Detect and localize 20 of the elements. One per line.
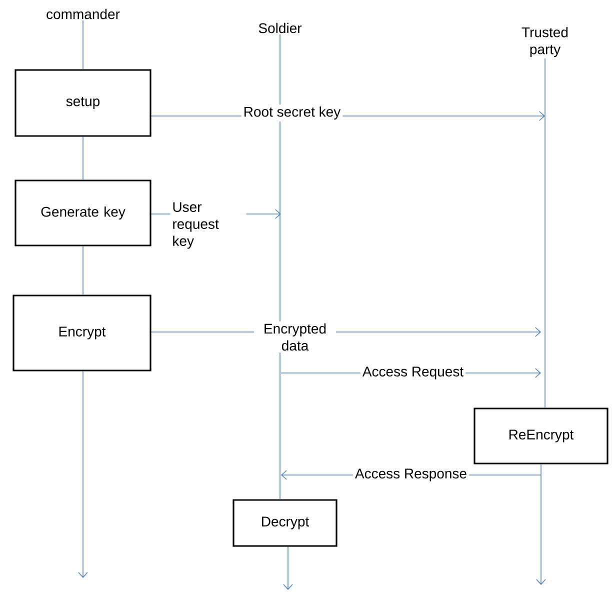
lifeline-label: Trusted party: [522, 26, 568, 58]
lifeline: [82, 246, 84, 296]
lifeline: [82, 136, 84, 180]
edge-label: Encrypted data: [254, 321, 336, 353]
process-box: ReEncrypt: [474, 408, 608, 464]
process-box: Generate key: [14, 180, 152, 246]
edge-label: User request key: [170, 200, 246, 251]
lifeline-arrow: [78, 370, 88, 578]
lifeline-arrow: [283, 546, 293, 590]
edge-label: Root secret key: [241, 104, 343, 122]
lifeline-label: Soldier: [258, 22, 302, 34]
edge-label: Access Request: [360, 364, 466, 382]
process-box: setup: [14, 69, 152, 137]
lifeline-arrow: [536, 464, 546, 585]
process-box: Encrypt: [12, 294, 152, 372]
lifeline-label: commander: [46, 8, 120, 20]
lifeline: [544, 58, 546, 408]
process-box: Decrypt: [232, 499, 338, 547]
edge-label: Access Response: [352, 466, 470, 484]
lifeline: [82, 20, 84, 70]
